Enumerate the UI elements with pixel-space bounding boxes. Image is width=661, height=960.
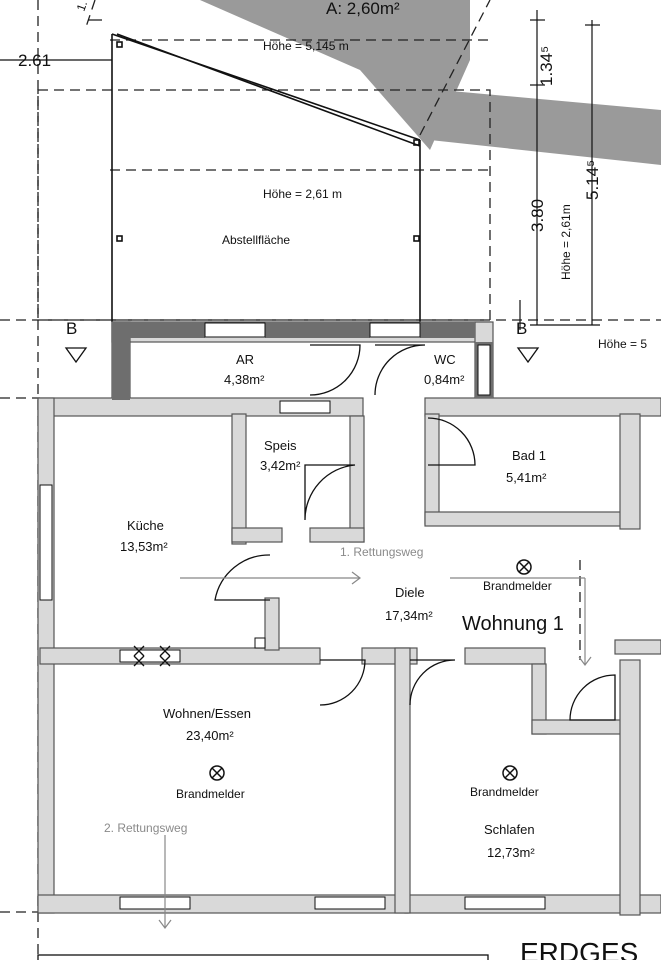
room-ar-area: 4,38m²: [224, 372, 265, 387]
storage-height-upper: Höhe = 5,145 m: [263, 39, 349, 53]
room-speis-area: 3,42m²: [260, 458, 301, 473]
dimension-lines: [0, 10, 600, 330]
storage-height-lower: Höhe = 2,61 m: [263, 187, 342, 201]
floor-title: ERDGES: [520, 937, 638, 960]
smoke-detector-icons: [209, 559, 532, 781]
room-wc-name: WC: [434, 352, 456, 367]
smoke-detector-diele-label: Brandmelder: [483, 579, 552, 593]
dim-vertical-3: Höhe = 2,61m: [559, 204, 573, 280]
window-crosses: [133, 645, 171, 667]
smoke-detector-schlafen-icon: [502, 765, 518, 781]
room-bad-name: Bad 1: [512, 448, 546, 463]
dim-vertical-2: 3.80: [528, 199, 547, 232]
dim-vertical-1: 1.34⁵: [537, 46, 556, 86]
section-marker-left-icon: [64, 347, 88, 364]
roof-shading-top: [200, 0, 470, 150]
column-marker: [254, 637, 266, 649]
room-ar-name: AR: [236, 352, 254, 367]
dim-top-left: 1.: [74, 0, 91, 13]
room-bad-area: 5,41m²: [506, 470, 547, 485]
room-diele-name: Diele: [395, 585, 425, 600]
room-kueche-area: 13,53m²: [120, 539, 168, 554]
room-diele-area: 17,34m²: [385, 608, 433, 623]
room-wohnen-name: Wohnen/Essen: [163, 706, 251, 721]
escape-route-second: 2. Rettungsweg: [104, 821, 187, 835]
room-schlafen-name: Schlafen: [484, 822, 535, 837]
dim-left-label: 2.61: [18, 51, 51, 70]
escape-route-arrows: [158, 571, 592, 929]
smoke-detector-wohnen-icon: [209, 765, 225, 781]
section-mark-right: B: [516, 319, 527, 338]
smoke-detector-schlafen-label: Brandmelder: [470, 785, 539, 799]
room-kueche-name: Küche: [127, 518, 164, 533]
doors: [214, 344, 616, 721]
dim-vertical-4: 5.14⁵: [583, 160, 602, 200]
escape-route-first: 1. Rettungsweg: [340, 545, 423, 559]
room-speis-name: Speis: [264, 438, 297, 453]
room-wc-area: 0,84m²: [424, 372, 465, 387]
storage-label: Abstellfläche: [222, 233, 290, 247]
title-box: [37, 954, 489, 960]
room-wohnen-area: 23,40m²: [186, 728, 234, 743]
windows: [39, 322, 546, 910]
smoke-detector-wohnen-label: Brandmelder: [176, 787, 245, 801]
right-height-label: Höhe = 5: [598, 337, 647, 351]
storage-area: [111, 33, 421, 322]
room-schlafen-area: 12,73m²: [487, 845, 535, 860]
section-mark-left: B: [66, 319, 77, 338]
top-area-label: A: 2,60m²: [326, 0, 400, 18]
smoke-detector-diele-icon: [516, 559, 532, 575]
roof-shading-right: [430, 90, 661, 165]
section-marker-right-icon: [516, 347, 540, 364]
apartment-label: Wohnung 1: [462, 613, 564, 635]
